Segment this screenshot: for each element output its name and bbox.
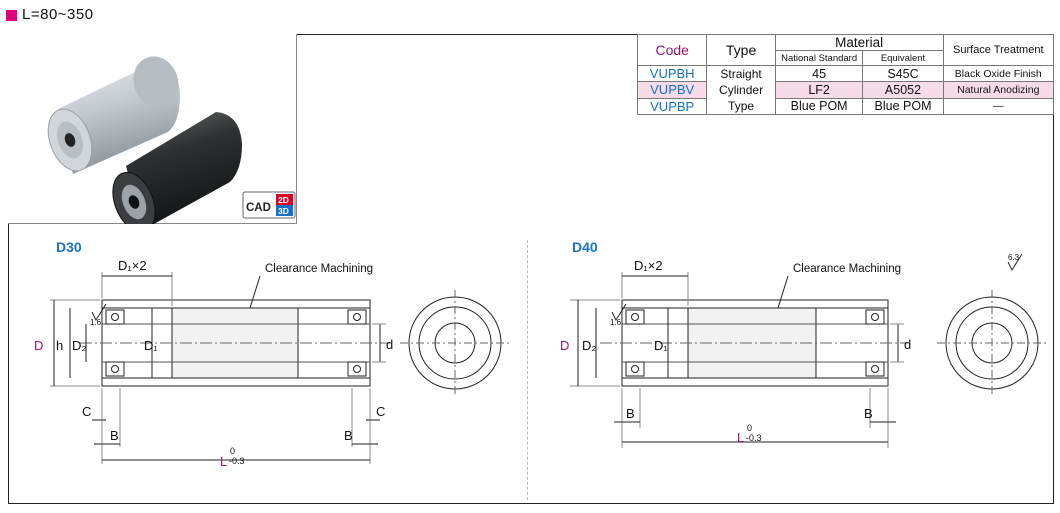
- dim-D2: D₂: [72, 338, 86, 353]
- dim-D: D: [34, 338, 43, 353]
- national-cell: LF2: [774, 81, 864, 99]
- drawing-d30: D30 D₁×2 Clearance Machining 1.6 D h D₂ …: [34, 239, 510, 469]
- black-roller-image: [112, 112, 242, 233]
- drawing-label-d40: D40: [572, 239, 598, 255]
- roughness-value: 1.6: [610, 318, 622, 327]
- surface-cell: Black Oxide Finish: [942, 64, 1055, 83]
- drawing-d40: D40 D₁×2 Clearance Machining 1.6 6.3 D D…: [560, 239, 1047, 448]
- header-type: Type: [706, 34, 776, 66]
- drawing-label-d30: D30: [56, 239, 82, 255]
- length-range-title: L=80~350: [22, 6, 94, 23]
- header-code: Code: [636, 34, 708, 66]
- clearance-machining-label: Clearance Machining: [265, 263, 373, 275]
- header-national-standard: National Standard: [774, 50, 864, 66]
- tol-lower: -0.3: [229, 456, 245, 466]
- type-cell: Straight Cylinder Type: [706, 65, 776, 115]
- dim-C-left: C: [82, 404, 91, 419]
- table-row: VUPBH Straight Cylinder Type 45 S45C Bla…: [636, 64, 1055, 115]
- national-cell: 45: [774, 64, 864, 83]
- dim-B-left: B: [110, 428, 119, 443]
- dim-d1x2: D₁×2: [118, 258, 147, 273]
- header-material: Material: [774, 34, 944, 51]
- cad-2d-3d-badge[interactable]: CAD 2D 3D: [242, 191, 296, 219]
- equivalent-cell: Blue POM: [862, 97, 944, 116]
- header-equivalent: Equivalent: [862, 50, 944, 66]
- clearance-machining-label: Clearance Machining: [793, 263, 901, 275]
- code-cell: VUPBV: [636, 81, 708, 99]
- dim-D2: D₂: [582, 338, 596, 353]
- code-cell: VUPBP: [636, 97, 708, 116]
- content-frame: [8, 34, 1054, 504]
- header-surface-treatment: Surface Treatment: [942, 34, 1055, 66]
- tol-upper: 0: [230, 446, 235, 456]
- tol-lower: -0.3: [746, 433, 762, 443]
- product-photo: CAD 2D 3D: [47, 56, 296, 233]
- code-cell: VUPBH: [636, 64, 708, 83]
- spec-table: Code Type Material Surface Treatment Nat…: [636, 34, 1055, 116]
- dim-D1: D₁: [654, 338, 668, 353]
- svg-text:3D: 3D: [278, 206, 289, 216]
- general-roughness-value: 6.3: [1008, 253, 1020, 262]
- equivalent-cell: A5052: [862, 81, 944, 99]
- silver-roller-image: [47, 56, 180, 174]
- dim-d: d: [386, 337, 393, 352]
- dim-C-right: C: [376, 404, 385, 419]
- table-row: VUPBV LF2 A5052 Natural Anodizing: [636, 81, 1055, 99]
- svg-text:2D: 2D: [278, 195, 289, 205]
- dim-L: L: [220, 454, 227, 469]
- dim-B-left: B: [626, 406, 635, 421]
- dim-B-right: B: [864, 406, 873, 421]
- roughness-value: 1.6: [90, 318, 102, 327]
- svg-text:CAD: CAD: [246, 202, 271, 214]
- dim-h: h: [56, 338, 63, 353]
- product-photo-panel: CAD 2D 3D: [8, 34, 297, 233]
- dim-d: d: [904, 337, 911, 352]
- national-cell: Blue POM: [774, 97, 864, 116]
- dim-B-right: B: [344, 428, 353, 443]
- dim-D1: D₁: [144, 338, 158, 353]
- dim-L: L: [737, 430, 744, 445]
- dim-D: D: [560, 338, 569, 353]
- equivalent-cell: S45C: [862, 64, 944, 83]
- table-row: VUPBP Blue POM Blue POM —: [636, 97, 1055, 116]
- surface-cell: Natural Anodizing: [942, 81, 1055, 99]
- dim-d1x2: D₁×2: [634, 258, 663, 273]
- header-square-icon: [6, 10, 17, 21]
- drawing-divider: [527, 240, 528, 500]
- surface-cell: —: [942, 97, 1055, 116]
- tol-upper: 0: [747, 423, 752, 433]
